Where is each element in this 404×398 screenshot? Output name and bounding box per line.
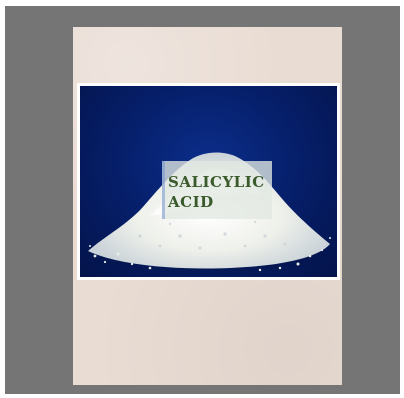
- product-label: SALICYLIC ACID: [168, 172, 265, 212]
- product-photo: SALICYLIC ACID: [77, 83, 340, 280]
- product-label-box: [162, 161, 272, 219]
- crystal-texture: [138, 220, 287, 250]
- scattered-crystals: [89, 237, 331, 272]
- product-label-line2: ACID: [168, 193, 214, 211]
- product-label-line1: SALICYLIC: [168, 173, 265, 191]
- photo-content: SALICYLIC ACID: [80, 86, 337, 277]
